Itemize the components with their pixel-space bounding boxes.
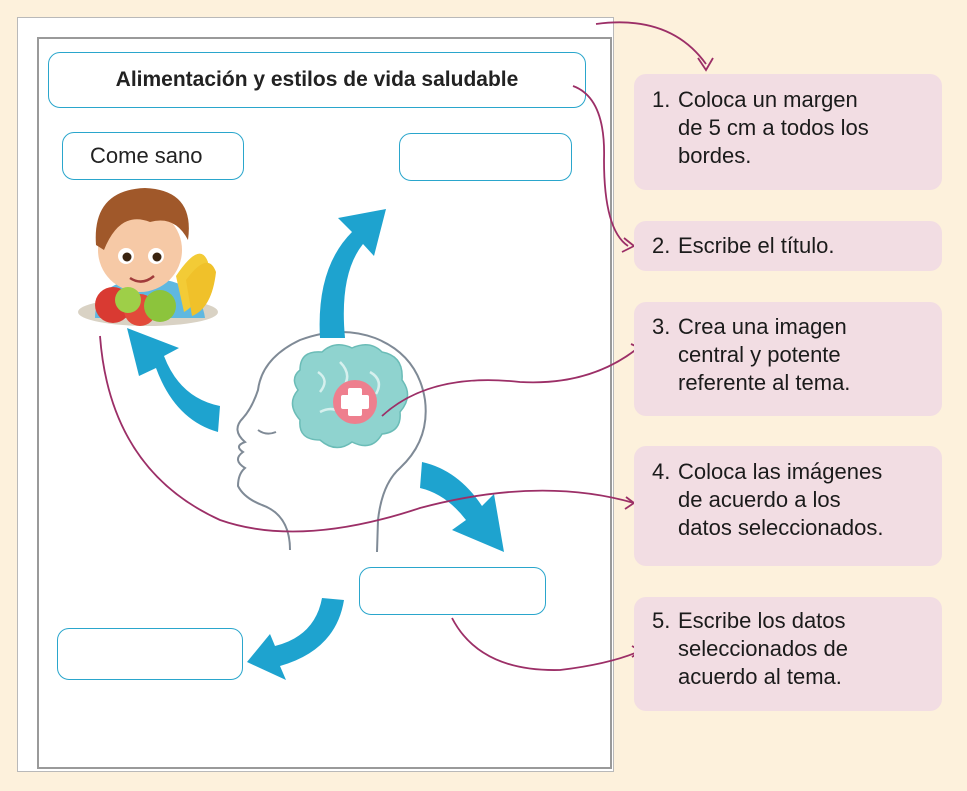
connector-4 bbox=[99, 335, 635, 533]
step-card-4: 4. Coloca las imágenes de acuerdo a los d… bbox=[634, 446, 942, 566]
connector-lines bbox=[99, 21, 714, 671]
step-text: acuerdo al tema. bbox=[678, 664, 842, 689]
step-text: referente al tema. bbox=[678, 370, 851, 395]
page-margin-frame bbox=[37, 37, 612, 769]
step-number: 2. bbox=[652, 233, 671, 258]
step-card-5: 5. Escribe los datos seleccionados de acu… bbox=[634, 597, 942, 711]
step-text: de 5 cm a todos los bbox=[678, 115, 869, 140]
arrow-to-top-left bbox=[127, 328, 220, 432]
step-text: datos seleccionados. bbox=[678, 515, 884, 540]
empty-box-top-right bbox=[399, 133, 572, 181]
step-text: de acuerdo a los bbox=[678, 487, 841, 512]
step-text: Escribe los datos bbox=[678, 608, 846, 633]
connector-1 bbox=[595, 21, 707, 65]
step-text: Coloca un margen bbox=[678, 87, 858, 112]
connector-3 bbox=[381, 347, 639, 417]
head-brain-image bbox=[236, 330, 427, 553]
boy-with-fruit-image bbox=[78, 188, 218, 326]
step-number: 4. bbox=[652, 459, 671, 484]
step-text: Coloca las imágenes bbox=[678, 459, 883, 484]
step-text: Crea una imagen bbox=[678, 314, 847, 339]
empty-box-lower-middle bbox=[359, 567, 546, 615]
step-card-1: 1. Coloca un margen de 5 cm a todos los b… bbox=[634, 74, 942, 190]
step-text: Escribe el título. bbox=[678, 233, 835, 258]
step-card-3: 3. Crea una imagen central y potente refe… bbox=[634, 302, 942, 416]
connector-5 bbox=[451, 617, 641, 671]
title-box: Alimentación y estilos de vida saludable bbox=[48, 52, 586, 108]
step-text: bordes. bbox=[678, 143, 752, 168]
connector-2 bbox=[572, 85, 629, 247]
mind-map-arrows bbox=[127, 209, 504, 680]
arrow-to-top-right bbox=[319, 209, 386, 338]
box-come-sano: Come sano bbox=[62, 132, 244, 180]
step-text: seleccionados de bbox=[678, 636, 849, 661]
step-number: 1. bbox=[652, 87, 671, 112]
arrow-to-bottom-left bbox=[247, 598, 344, 680]
step-card-2: 2. Escribe el título. bbox=[634, 221, 942, 271]
step-text: central y potente bbox=[678, 342, 841, 367]
step-number: 3. bbox=[652, 314, 671, 339]
step-number: 5. bbox=[652, 608, 671, 633]
empty-box-bottom-left bbox=[57, 628, 243, 680]
arrow-to-lower-middle bbox=[420, 462, 504, 552]
